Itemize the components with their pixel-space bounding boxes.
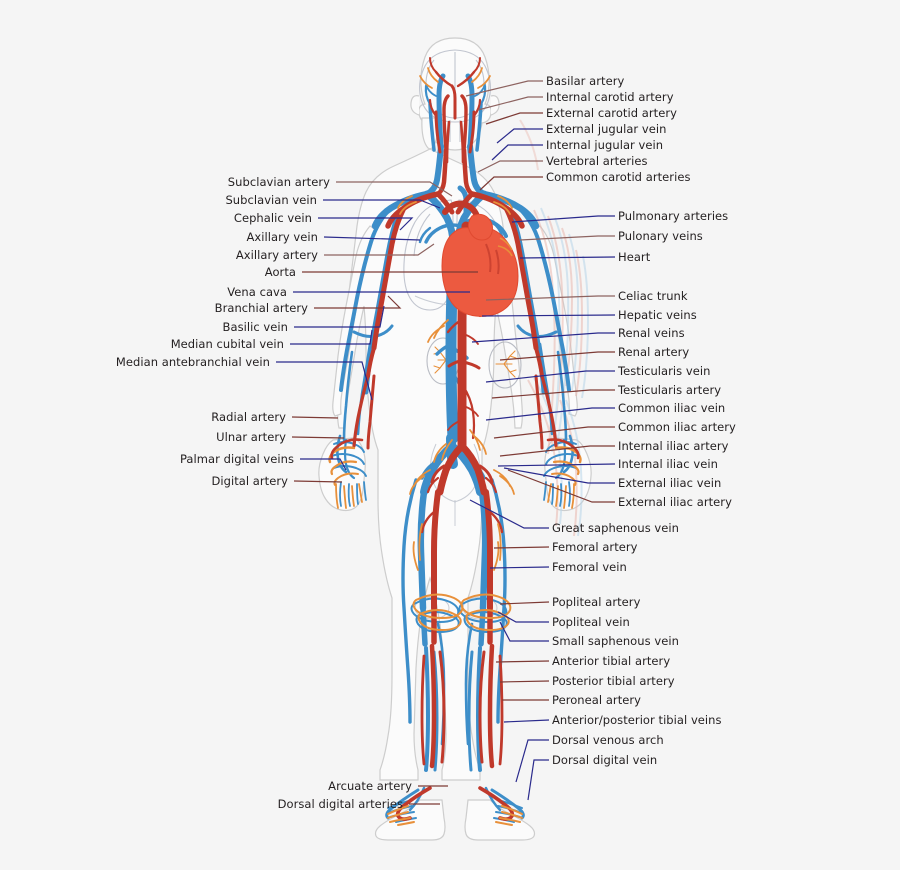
leader-line: [495, 660, 550, 663]
vessel-label[interactable]: Internal iliac artery: [618, 439, 729, 453]
vessel-label[interactable]: Radial artery: [211, 410, 286, 424]
vessel-label[interactable]: Common carotid arteries: [546, 170, 691, 184]
leader-line: [499, 601, 550, 605]
leader-line: [515, 739, 549, 783]
leader-line: [336, 181, 453, 197]
vessel-label[interactable]: External iliac artery: [618, 495, 732, 509]
vessel-label[interactable]: Subclavian artery: [227, 175, 330, 189]
leader-line: [503, 719, 550, 723]
vessel-label[interactable]: Testicularis vein: [618, 364, 711, 378]
vessel-label[interactable]: Vertebral arteries: [546, 154, 648, 168]
vessel-label[interactable]: External jugular vein: [546, 122, 667, 136]
leader-line: [465, 80, 543, 97]
leader-line: [489, 566, 550, 569]
vessel-label[interactable]: External carotid artery: [546, 106, 677, 120]
vessel-label[interactable]: Axillary vein: [246, 230, 318, 244]
leader-line: [493, 426, 615, 439]
leader-line: [491, 389, 615, 399]
vessel-label[interactable]: Popliteal vein: [552, 615, 630, 629]
vessel-label[interactable]: Basilar artery: [546, 74, 625, 88]
heart: [441, 213, 519, 317]
vessel-label[interactable]: Common iliac vein: [618, 401, 726, 415]
leader-line: [293, 480, 343, 483]
vessel-label[interactable]: Anterior tibial artery: [552, 654, 671, 668]
vessel-label[interactable]: Basilic vein: [222, 320, 288, 334]
leader-line: [497, 463, 616, 467]
leader-line: [471, 332, 615, 343]
vessel-label[interactable]: Hepatic veins: [618, 308, 697, 322]
vessel-label[interactable]: Aorta: [264, 265, 296, 279]
vessel-label[interactable]: Common iliac artery: [618, 420, 736, 434]
leader-line: [477, 96, 543, 111]
vessel-label[interactable]: Internal jugular vein: [546, 138, 664, 152]
leader-line: [499, 621, 549, 642]
vessel-label[interactable]: Subclavian vein: [225, 193, 317, 207]
leader-line: [519, 235, 615, 241]
vessel-label[interactable]: Ulnar artery: [216, 430, 286, 444]
vessel-label[interactable]: Axillary artery: [235, 248, 318, 262]
leader-line: [527, 759, 549, 801]
vessel-label[interactable]: Renal veins: [618, 326, 685, 340]
leader-line: [503, 467, 615, 484]
leader-line: [323, 236, 421, 241]
vessel-label[interactable]: Internal iliac vein: [618, 457, 718, 471]
vessel-label[interactable]: Branchial artery: [214, 301, 308, 315]
leader-line: [485, 370, 615, 383]
vessel-label[interactable]: External iliac vein: [618, 476, 722, 490]
leader-line: [481, 314, 616, 317]
vessel-label[interactable]: Cephalic vein: [233, 211, 312, 225]
vessel-label[interactable]: Vena cava: [227, 285, 287, 299]
leader-line: [499, 680, 550, 683]
leader-line: [493, 546, 550, 549]
leader-line: [314, 295, 402, 309]
vessel-label[interactable]: Popliteal artery: [552, 595, 641, 609]
vessel-label[interactable]: Internal carotid artery: [546, 90, 674, 104]
leader-line: [318, 217, 414, 231]
vessel-label[interactable]: Celiac trunk: [618, 289, 688, 303]
vessel-label[interactable]: Median cubital vein: [170, 337, 284, 351]
vessel-label[interactable]: Great saphenous vein: [552, 521, 679, 535]
vessel-label[interactable]: Dorsal digital vein: [552, 753, 658, 767]
leader-line: [485, 295, 615, 301]
vessel-label[interactable]: Peroneal artery: [552, 693, 642, 707]
leader-line: [485, 407, 615, 421]
leader-line: [491, 144, 543, 161]
leader-line: [496, 128, 543, 144]
leader-line: [294, 305, 385, 328]
vessel-label[interactable]: Dorsal venous arch: [552, 733, 664, 747]
leader-line: [291, 416, 339, 419]
leader-line: [497, 611, 549, 623]
leader-line: [324, 243, 435, 256]
vessel-label[interactable]: Palmar digital veins: [179, 452, 294, 466]
vessel-label[interactable]: Posterior tibial artery: [552, 674, 675, 688]
leader-line: [469, 499, 549, 529]
vessel-label[interactable]: Small saphenous vein: [552, 634, 679, 648]
leader-line: [477, 160, 543, 173]
leader-line: [485, 112, 543, 125]
leader-line: [499, 351, 615, 361]
vessel-label[interactable]: Renal artery: [618, 345, 690, 359]
leader-line: [519, 256, 616, 259]
vessel-label[interactable]: Arcuate artery: [328, 779, 412, 793]
vessel-label[interactable]: Pulmonary arteries: [618, 209, 729, 223]
vessel-label[interactable]: Femoral vein: [552, 560, 627, 574]
vessel-label[interactable]: Anterior/posterior tibial veins: [552, 713, 722, 727]
vessel-label[interactable]: Femoral artery: [552, 540, 638, 554]
vessel-label[interactable]: Testicularis artery: [618, 383, 722, 397]
leader-line: [479, 176, 543, 191]
leader-line: [511, 215, 615, 223]
leader-line: [323, 199, 441, 209]
leader-line: [290, 329, 373, 345]
leader-line: [300, 458, 347, 471]
leader-line: [291, 436, 345, 439]
vessel-label[interactable]: Dorsal digital arteries: [277, 797, 403, 811]
vessel-label[interactable]: Digital artery: [211, 474, 288, 488]
leader-line: [507, 469, 615, 503]
leader-line: [276, 361, 373, 401]
vessel-label[interactable]: Pulonary veins: [618, 229, 703, 243]
vessel-label[interactable]: Heart: [618, 250, 651, 264]
vessel-label[interactable]: Median antebranchial vein: [115, 355, 270, 369]
leader-line: [499, 445, 615, 457]
